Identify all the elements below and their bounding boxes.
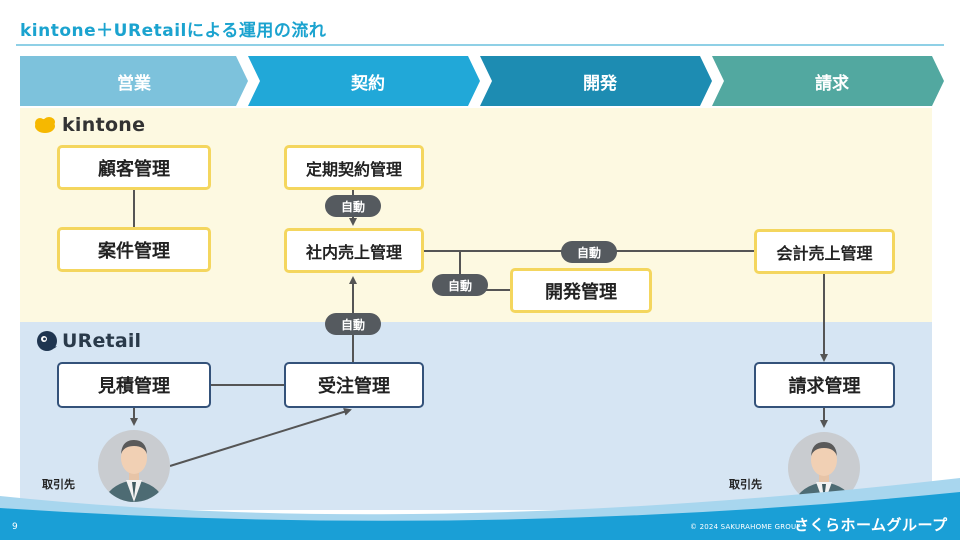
partner-person-icon-left (98, 430, 170, 502)
partner-label-right: 取引先 (729, 478, 762, 491)
slide-title: kintone＋URetailによる運用の流れ (20, 21, 327, 41)
uretail-logo: URetail (36, 330, 141, 352)
box-project-mgmt: 案件管理 (57, 227, 211, 272)
phase-sales: 営業 (20, 56, 248, 106)
phase-dev: 開発 (490, 56, 710, 106)
phase-dev-label: 開発 (583, 73, 617, 94)
phase-billing-label: 請求 (815, 73, 849, 94)
box-billing-mgmt: 請求管理 (754, 362, 895, 408)
kintone-cloud-icon (35, 116, 55, 133)
box-accounting-sales-mgmt: 会計売上管理 (754, 229, 895, 274)
uretail-bird-icon (37, 331, 57, 351)
auto-badge-order: 自動 (325, 313, 381, 335)
phase-sales-label: 営業 (117, 73, 151, 94)
box-dev-mgmt: 開発管理 (510, 268, 652, 313)
uretail-logo-text: URetail (62, 330, 142, 352)
box-contract-mgmt: 定期契約管理 (284, 145, 424, 190)
title-divider (16, 44, 944, 46)
auto-badge-contract: 自動 (325, 195, 381, 217)
box-customer-mgmt: 顧客管理 (57, 145, 211, 190)
page-number: 9 (12, 522, 18, 532)
copyright-text: © 2024 SAKURAHOME GROUP (690, 523, 801, 531)
brand-logo-text: さくらホームグループ (794, 516, 948, 534)
phase-billing: 請求 (722, 56, 942, 106)
partner-label-left: 取引先 (42, 478, 75, 491)
box-internal-sales-mgmt: 社内売上管理 (284, 228, 424, 273)
box-order-mgmt: 受注管理 (284, 362, 424, 408)
box-estimate-mgmt: 見積管理 (57, 362, 211, 408)
auto-badge-accounting: 自動 (561, 241, 617, 263)
auto-badge-dev: 自動 (432, 274, 488, 296)
phase-contract: 契約 (258, 56, 478, 106)
partner-person-icon-right (788, 432, 860, 504)
kintone-logo-text: kintone (62, 114, 146, 136)
phase-contract-label: 契約 (351, 73, 385, 94)
kintone-logo: kintone (34, 114, 145, 136)
